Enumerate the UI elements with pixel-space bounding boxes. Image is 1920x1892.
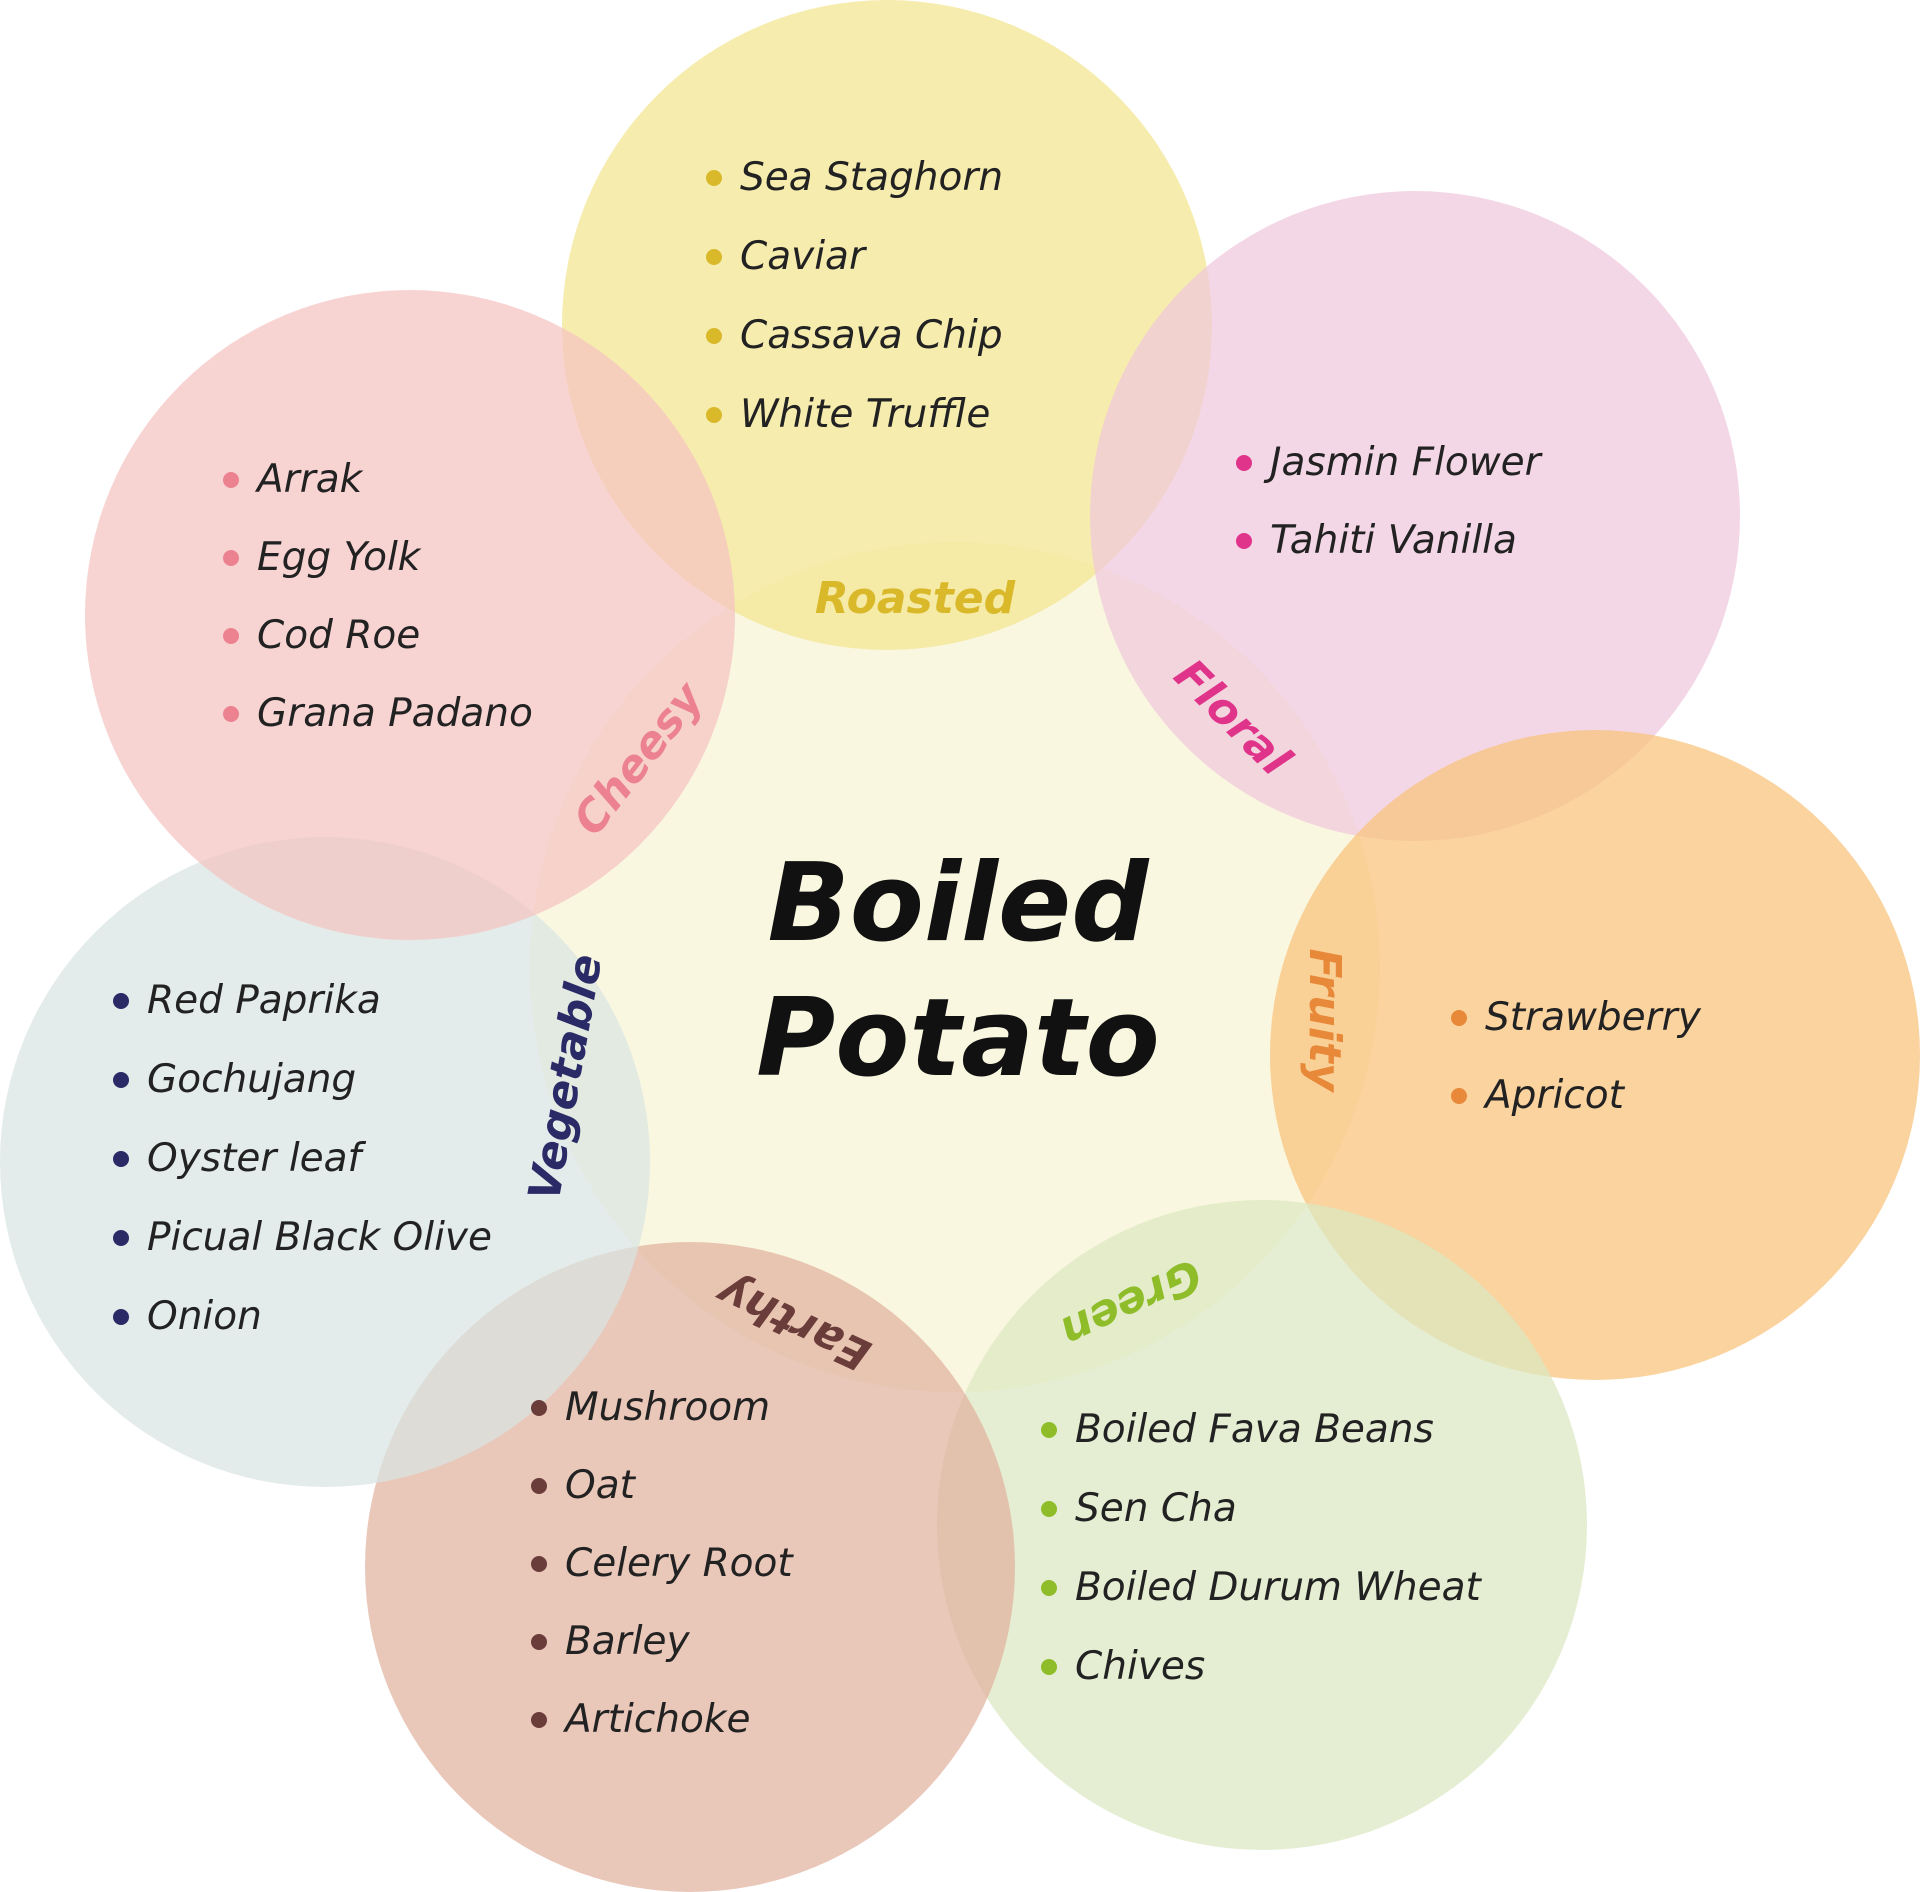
circle-cheesy xyxy=(85,290,735,940)
list-item: Artichoke xyxy=(562,1697,750,1742)
bullet-dot xyxy=(1451,1088,1467,1104)
bullet-dot xyxy=(113,1309,129,1325)
bullet-dot xyxy=(223,628,239,644)
list-item: Picual Black Olive xyxy=(147,1215,492,1260)
bullet-dot xyxy=(1041,1422,1057,1438)
bullet-dot xyxy=(113,1072,129,1088)
bullet-dot xyxy=(706,328,722,344)
bullet-dot xyxy=(1041,1580,1057,1596)
bullet-dot xyxy=(531,1712,547,1728)
label-fruity: Fruity xyxy=(1299,948,1350,1093)
list-item: Boiled Fava Beans xyxy=(1075,1407,1434,1452)
bullet-dot xyxy=(1041,1501,1057,1517)
circle-floral xyxy=(1090,191,1740,841)
bullet-dot xyxy=(113,1230,129,1246)
bullet-dot xyxy=(531,1634,547,1650)
center-title-line2: Potato xyxy=(756,976,1160,1101)
circle-roasted xyxy=(562,0,1212,650)
bullet-dot xyxy=(706,170,722,186)
list-item: Tahiti Vanilla xyxy=(1270,518,1517,563)
list-item: Red Paprika xyxy=(147,978,381,1023)
bullet-dot xyxy=(223,706,239,722)
label-roasted: Roasted xyxy=(815,573,1016,624)
list-item: Onion xyxy=(147,1294,262,1339)
list-item: Cassava Chip xyxy=(740,313,1003,358)
bullet-dot xyxy=(706,407,722,423)
center-title-line1: Boiled xyxy=(767,841,1150,966)
list-item: Sen Cha xyxy=(1075,1486,1237,1531)
list-item: White Truffle xyxy=(740,392,990,437)
list-item: Sea Staghorn xyxy=(740,155,1003,200)
bullet-dot xyxy=(113,1151,129,1167)
center-title: Boiled Potato xyxy=(756,841,1160,1101)
bullet-dot xyxy=(531,1478,547,1494)
list-item: Mushroom xyxy=(565,1385,770,1430)
list-item: Boiled Durum Wheat xyxy=(1075,1565,1482,1610)
list-item: Chives xyxy=(1075,1644,1205,1689)
bullet-dot xyxy=(531,1400,547,1416)
center-circle xyxy=(530,542,1380,1392)
list-item: Grana Padano xyxy=(257,691,533,736)
list-item: Egg Yolk xyxy=(257,535,422,580)
circle-vegetable xyxy=(0,837,650,1487)
bullet-dot xyxy=(531,1556,547,1572)
list-item: Strawberry xyxy=(1485,995,1702,1040)
bullet-dot xyxy=(223,472,239,488)
list-item: Caviar xyxy=(740,234,868,279)
list-item: Gochujang xyxy=(147,1057,356,1102)
list-item: Oat xyxy=(565,1463,637,1508)
list-item: Cod Roe xyxy=(257,613,420,658)
list-item: Apricot xyxy=(1482,1073,1626,1118)
list-item: Arrak xyxy=(254,457,364,502)
list-item: Celery Root xyxy=(565,1541,794,1586)
bullet-dot xyxy=(1236,455,1252,471)
list-item: Jasmin Flower xyxy=(1263,440,1544,485)
bullet-dot xyxy=(706,249,722,265)
bullet-dot xyxy=(223,550,239,566)
bullet-dot xyxy=(113,993,129,1009)
bullet-dot xyxy=(1041,1659,1057,1675)
circle-fruity xyxy=(1270,730,1920,1380)
list-item: Barley xyxy=(565,1619,691,1664)
circle-green xyxy=(937,1200,1587,1850)
bullet-dot xyxy=(1451,1010,1467,1026)
list-item: Oyster leaf xyxy=(147,1136,367,1181)
bullet-dot xyxy=(1236,533,1252,549)
